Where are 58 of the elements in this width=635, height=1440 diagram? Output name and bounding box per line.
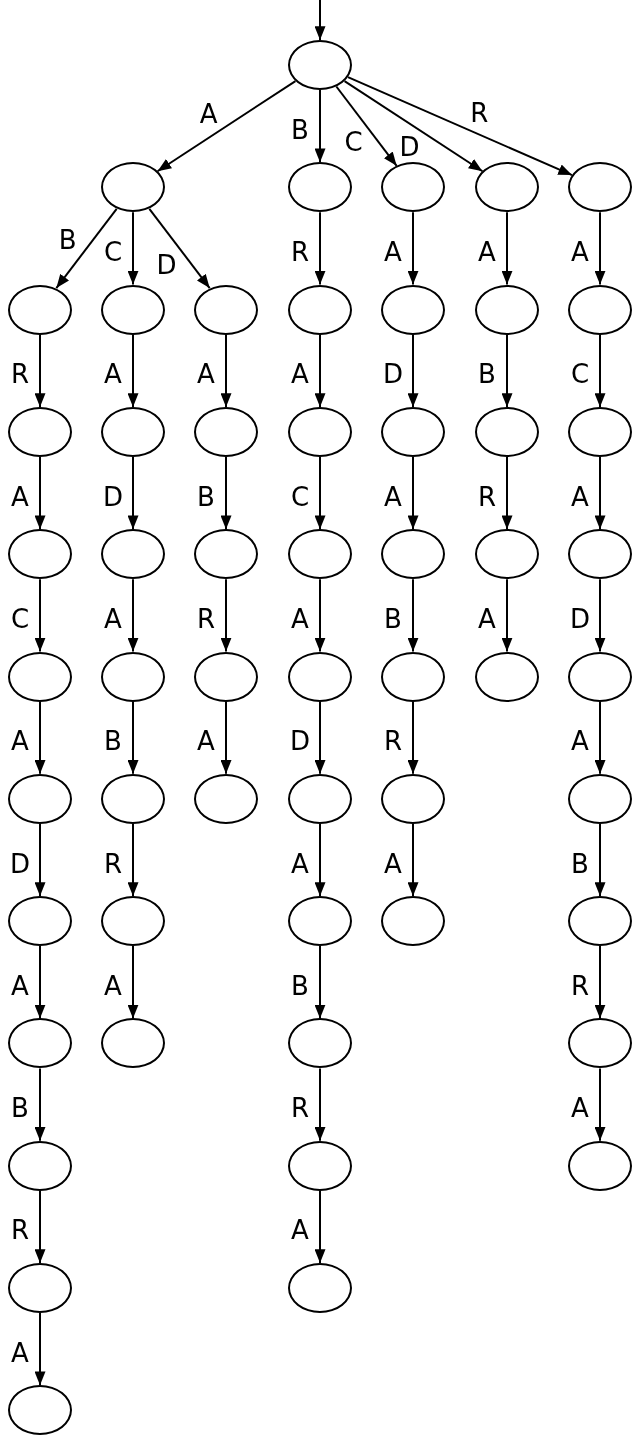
arrow: [314, 578, 326, 653]
arrow: [314, 333, 326, 408]
arrow: [314, 700, 326, 775]
arrow: [343, 80, 484, 173]
arrow: [594, 333, 606, 408]
arrow: [127, 822, 139, 898]
arrow: [220, 333, 232, 408]
arrow: [127, 700, 139, 775]
arrow: [34, 333, 46, 408]
arrow: [34, 1312, 46, 1387]
arrow: [34, 700, 46, 775]
arrow: [34, 822, 46, 898]
arrow: [407, 700, 419, 775]
arrow: [148, 207, 211, 290]
arrow: [55, 207, 118, 290]
arrow: [314, 0, 326, 41]
arrow: [314, 1067, 326, 1142]
arrow: [314, 211, 326, 286]
arrow: [501, 578, 513, 653]
arrow: [314, 945, 326, 1020]
arrow: [407, 578, 419, 653]
arrow: [156, 80, 297, 173]
arrow: [34, 578, 46, 653]
arrow: [501, 333, 513, 408]
arrow: [127, 211, 139, 286]
node-ellipse: [101, 162, 165, 213]
arrow: [127, 333, 139, 408]
arrow: [34, 1067, 46, 1142]
arrow: [594, 455, 606, 531]
arrow: [314, 822, 326, 898]
arrow: [594, 211, 606, 286]
arrow: [314, 89, 326, 164]
arrow: [34, 945, 46, 1020]
arrow: [127, 578, 139, 653]
arrow: [34, 1189, 46, 1264]
arrow: [594, 822, 606, 898]
arrow: [594, 700, 606, 775]
arrow: [594, 945, 606, 1020]
arrow: [501, 455, 513, 531]
arrow: [594, 578, 606, 653]
arrow: [407, 822, 419, 898]
node-ellipse: [475, 162, 539, 213]
arrow: [34, 455, 46, 531]
arrow: [127, 945, 139, 1020]
arrow: [220, 700, 232, 775]
arrow: [407, 211, 419, 286]
arrow: [314, 455, 326, 531]
node-ellipse: [288, 40, 352, 90]
arrow: [407, 455, 419, 531]
arrow: [335, 85, 398, 167]
arrow: [220, 455, 232, 531]
arrow: [501, 211, 513, 286]
arrow: [220, 578, 232, 653]
arrow: [594, 1067, 606, 1142]
arrow: [314, 1189, 326, 1264]
arrow: [346, 76, 574, 177]
arrow: [127, 455, 139, 531]
arrow: [407, 333, 419, 408]
